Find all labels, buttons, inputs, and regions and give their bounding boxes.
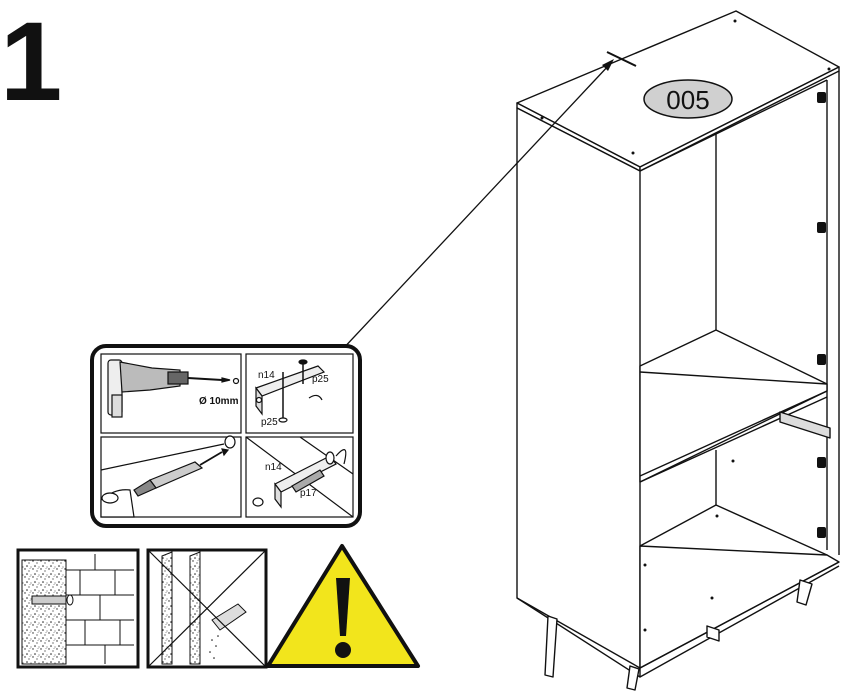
drill-icon: [107, 359, 240, 418]
warning-exclamation-icon: [266, 544, 420, 668]
part-code: 005: [666, 85, 709, 115]
bracket-assembly-icon: [245, 436, 354, 518]
detail-pointer-arrow: [339, 59, 614, 353]
hollow-wall-crossed-icon: [146, 548, 268, 669]
bracket-screw-label-top: p25: [312, 374, 329, 385]
bracket-screw-label-bottom: p25: [261, 417, 278, 428]
bracket-part-label-top: n14: [258, 370, 275, 381]
angle-bracket-icon: [255, 359, 326, 423]
bracket-plug-label: p17: [300, 488, 317, 499]
bracket-part-label-bottom: n14: [265, 462, 282, 473]
brick-wall-icon: [16, 548, 140, 669]
wall-plug-icon: [100, 435, 236, 518]
step-number: 1: [0, 0, 62, 124]
part-label: [643, 79, 733, 119]
drill-diameter-label: Ø 10mm: [199, 396, 239, 407]
